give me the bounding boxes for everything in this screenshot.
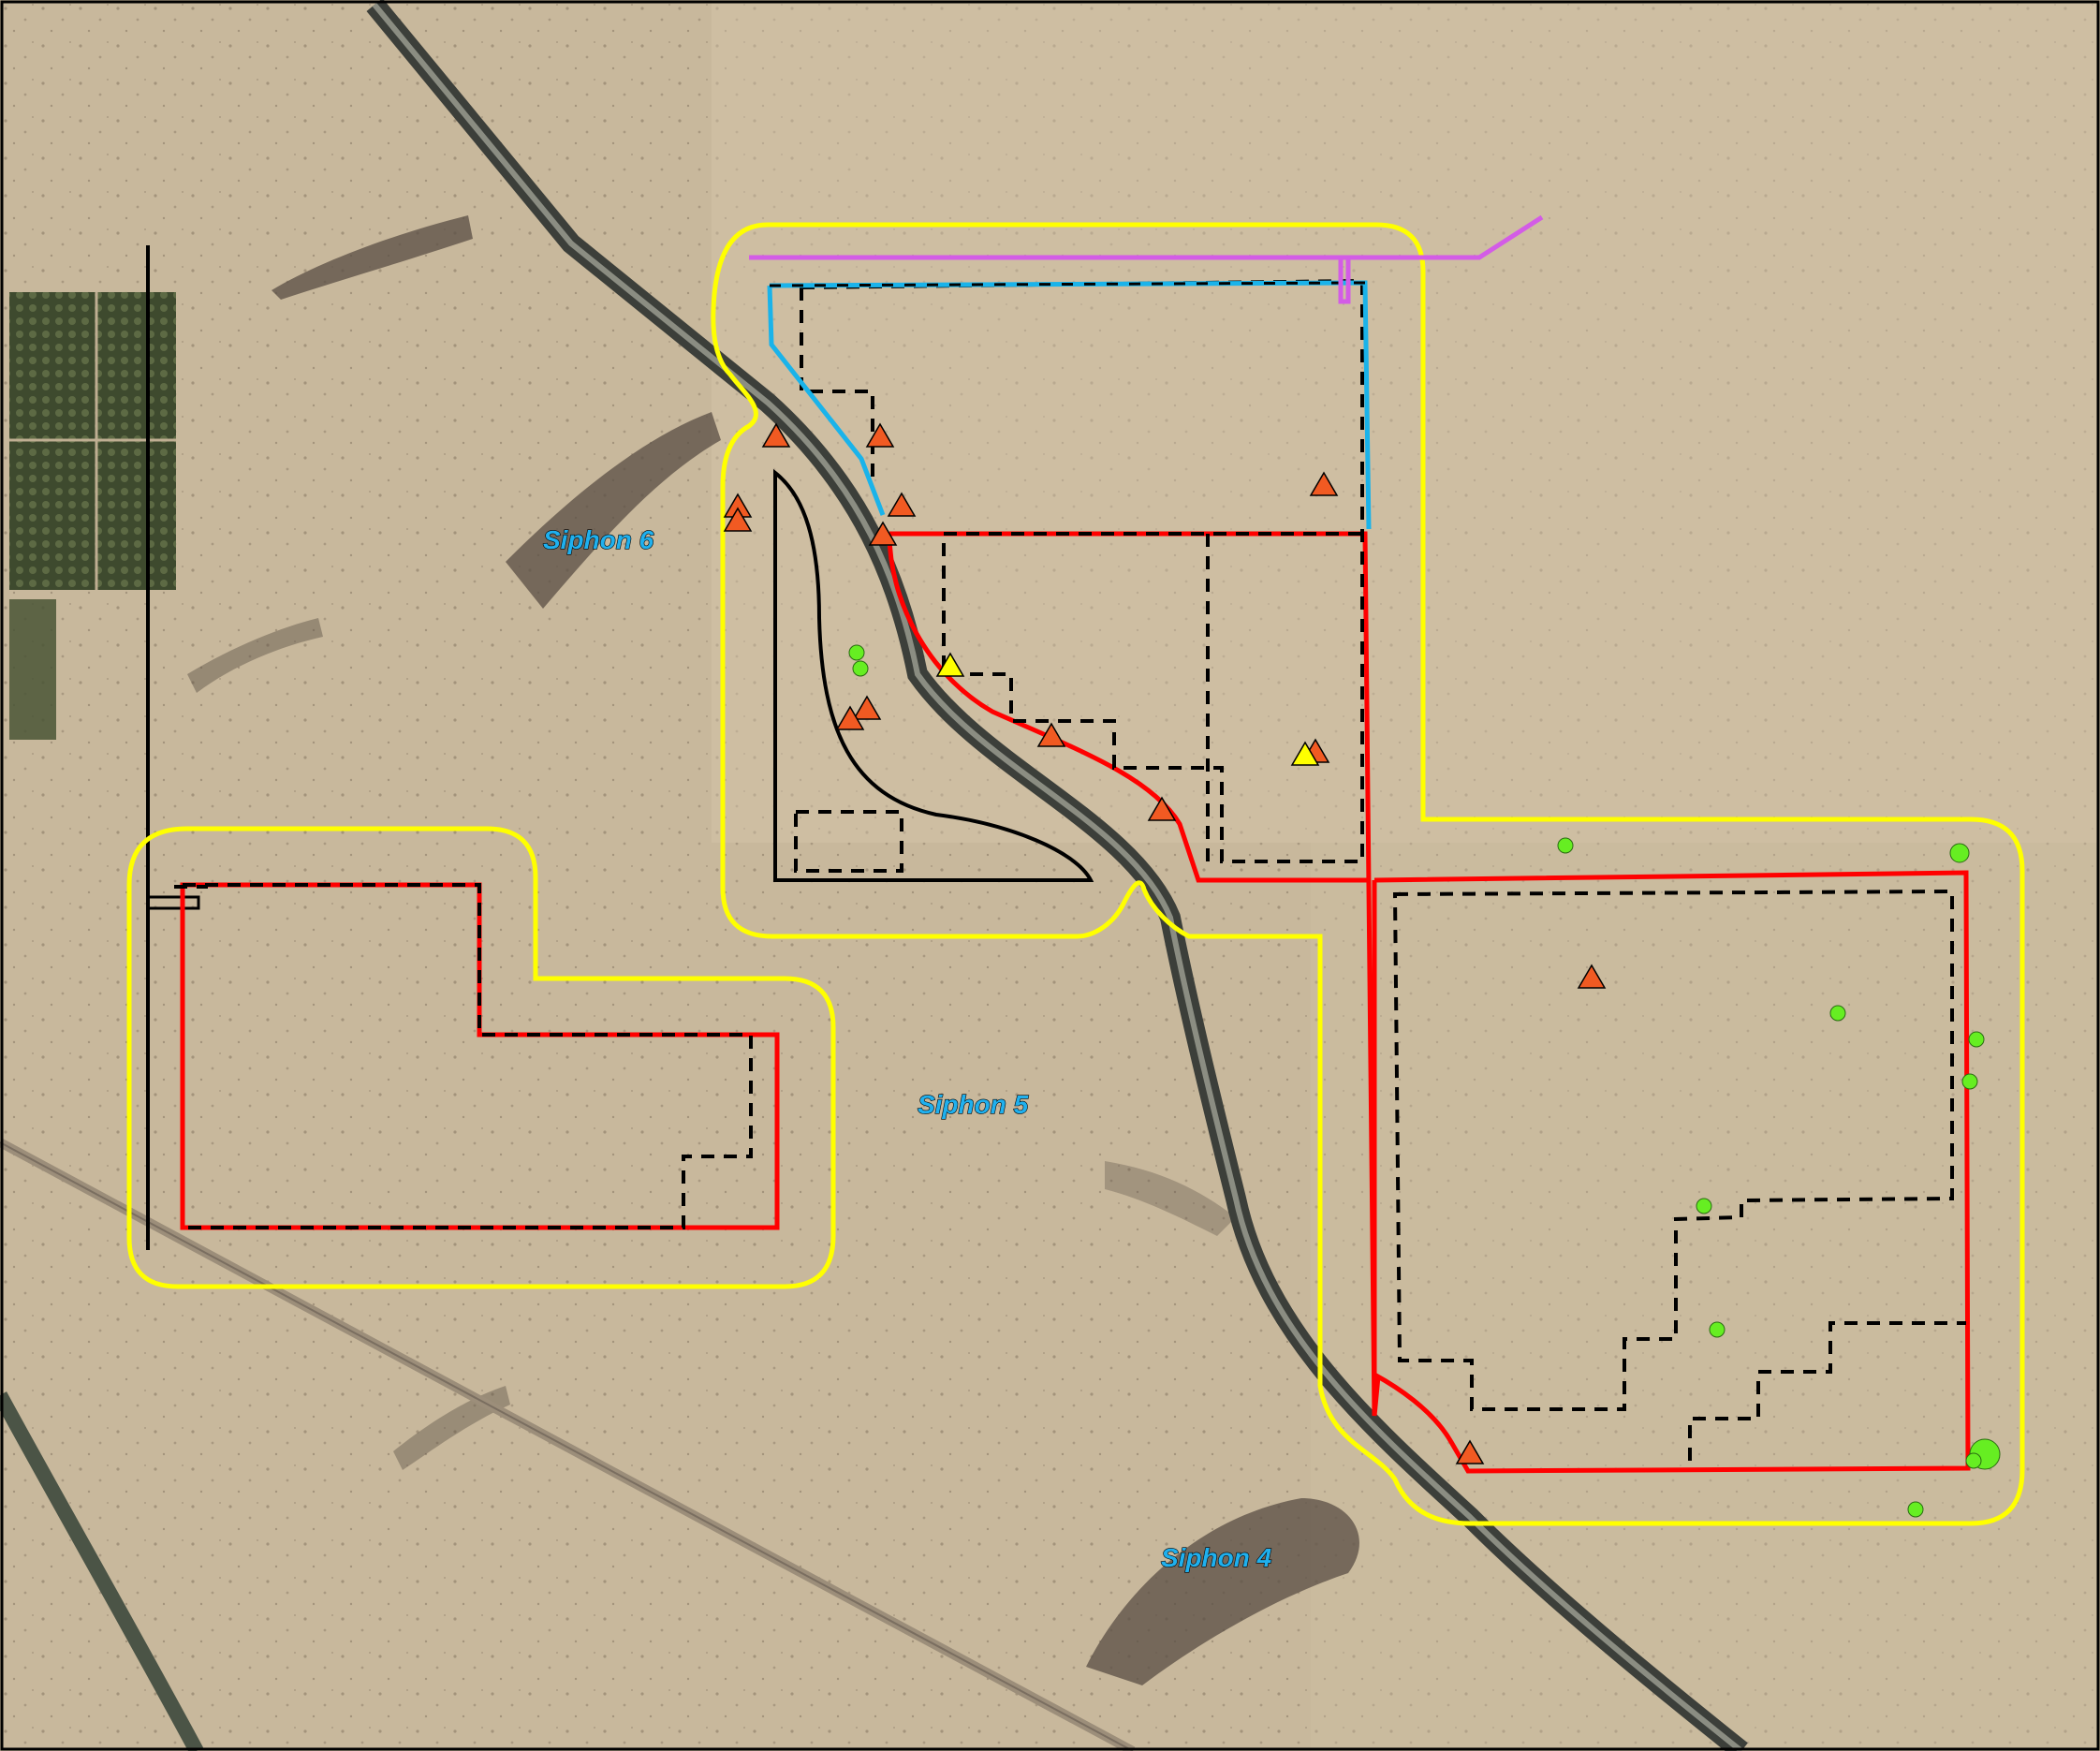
pipeline <box>749 214 1544 304</box>
main-canal-bank <box>372 3 1743 1751</box>
transmission-line-dashed <box>769 281 1366 287</box>
green-circle-icon[interactable] <box>848 644 865 661</box>
siphon-4-label: Siphon 4 <box>1161 1543 1272 1572</box>
project-boundary-east <box>1372 870 1971 1474</box>
green-circle-icon[interactable] <box>1949 843 1970 863</box>
solid-parcel-wedge <box>773 468 1094 882</box>
orange-triangle-icon[interactable] <box>887 492 917 517</box>
highway-centerline <box>0 1141 1134 1751</box>
siphon-6-label: Siphon 6 <box>543 525 654 554</box>
terrain-light-ne <box>712 0 2100 843</box>
green-circle-icon[interactable] <box>1557 837 1574 854</box>
orange-triangle-icon[interactable] <box>723 507 753 532</box>
vegetation-points <box>848 644 2001 1518</box>
green-circle-icon[interactable] <box>1968 1031 1985 1048</box>
orange-triangle-icon[interactable] <box>1147 796 1177 821</box>
orange-triangle-icon[interactable] <box>1309 471 1339 496</box>
green-circle-icon[interactable] <box>1696 1198 1712 1214</box>
green-circle-icon[interactable] <box>1709 1321 1726 1338</box>
alternate-sites <box>935 652 1320 766</box>
orange-triangle-icon[interactable] <box>1577 964 1607 989</box>
orange-triangle-icon[interactable] <box>1455 1439 1485 1464</box>
green-circle-icon[interactable] <box>1965 1452 1982 1469</box>
buffer-boundary-main <box>711 222 2025 1526</box>
orange-triangle-icon[interactable] <box>865 422 895 448</box>
green-circle-icon[interactable] <box>1907 1501 1924 1518</box>
terrain-light-se <box>1311 843 2100 1751</box>
orange-triangle-icon[interactable] <box>852 695 882 720</box>
green-circle-icon[interactable] <box>1829 1005 1846 1022</box>
green-circle-icon[interactable] <box>1961 1073 1978 1090</box>
west-black-connector <box>148 895 200 910</box>
orange-triangle-icon[interactable] <box>868 521 898 546</box>
buffer-boundary-west <box>126 826 836 1289</box>
yellow-triangle-icon[interactable] <box>935 652 965 677</box>
desert-washes <box>187 215 1359 1685</box>
orange-triangle-icon[interactable] <box>1036 722 1066 747</box>
transmission-line <box>767 280 1372 530</box>
green-circle-icon[interactable] <box>852 660 869 677</box>
siphon-5-label: Siphon 5 <box>918 1090 1029 1119</box>
orange-triangle-icon[interactable] <box>761 422 791 448</box>
parcel-boundaries <box>174 278 1966 1461</box>
irrigation-canal-sw <box>0 1391 204 1751</box>
orange-triangle-icon[interactable] <box>835 705 865 730</box>
yellow-triangle-icon[interactable] <box>1290 741 1320 766</box>
